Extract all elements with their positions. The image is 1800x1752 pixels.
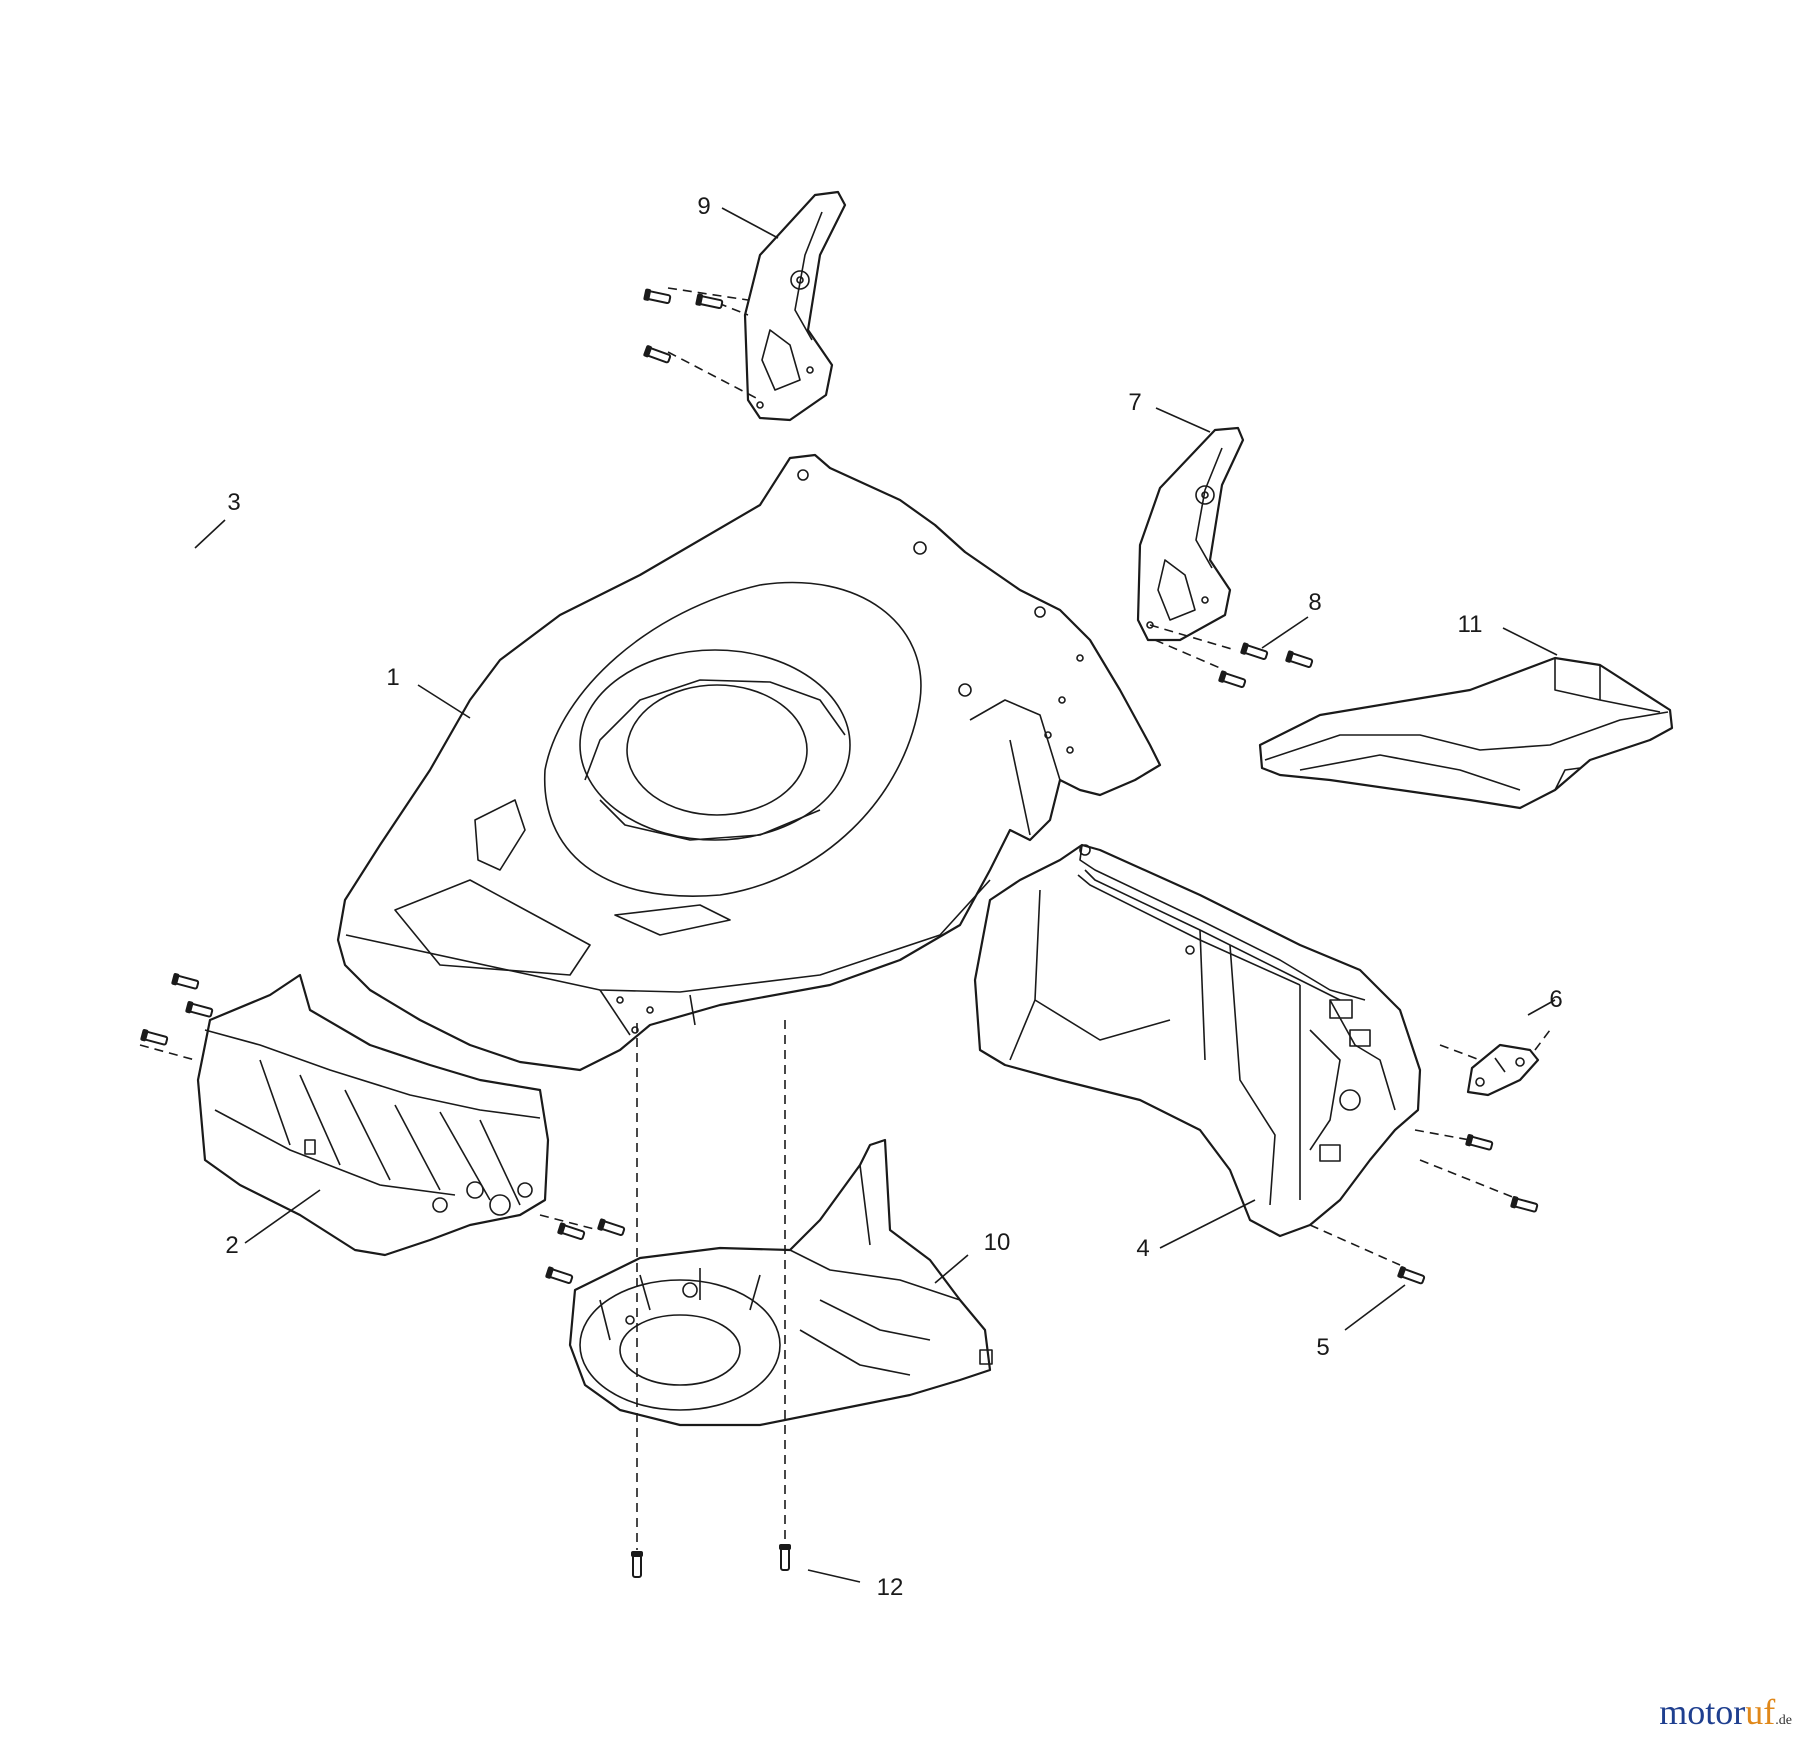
brand-watermark: motoruf.de — [1659, 1691, 1792, 1733]
part-1-deck — [336, 453, 1162, 1072]
part-11-rear-flap — [1258, 656, 1674, 810]
part-7-handle-bracket — [1136, 426, 1245, 642]
callout-5: 5 — [1316, 1334, 1329, 1361]
callout-10: 10 — [984, 1229, 1011, 1256]
callout-3: 3 — [227, 489, 240, 516]
callout-11: 11 — [1458, 611, 1483, 638]
callout-9: 9 — [697, 193, 710, 220]
part-10-deflector — [568, 1138, 993, 1427]
brand-text-tld: .de — [1775, 1713, 1792, 1728]
assembly-lines — [139, 287, 1551, 1550]
callout-4: 4 — [1136, 1235, 1149, 1262]
callout-labels: 1 2 3 4 5 6 7 8 9 10 11 12 — [225, 193, 1562, 1601]
part-2-front-cover — [196, 973, 550, 1257]
callout-12: 12 — [877, 1574, 904, 1601]
screws — [140, 288, 1539, 1578]
brand-text-a: motor — [1659, 1692, 1746, 1732]
callout-2: 2 — [225, 1232, 238, 1259]
leader-lines — [194, 207, 1558, 1583]
callout-6: 6 — [1549, 986, 1562, 1013]
callout-7: 7 — [1128, 389, 1141, 416]
callout-1: 1 — [386, 664, 399, 691]
part-9-handle-bracket — [743, 190, 847, 422]
brand-text-b: uf — [1745, 1692, 1776, 1732]
part-4-grass-catcher — [973, 843, 1422, 1238]
part-6-plate — [1466, 1043, 1540, 1097]
callout-8: 8 — [1308, 589, 1321, 616]
